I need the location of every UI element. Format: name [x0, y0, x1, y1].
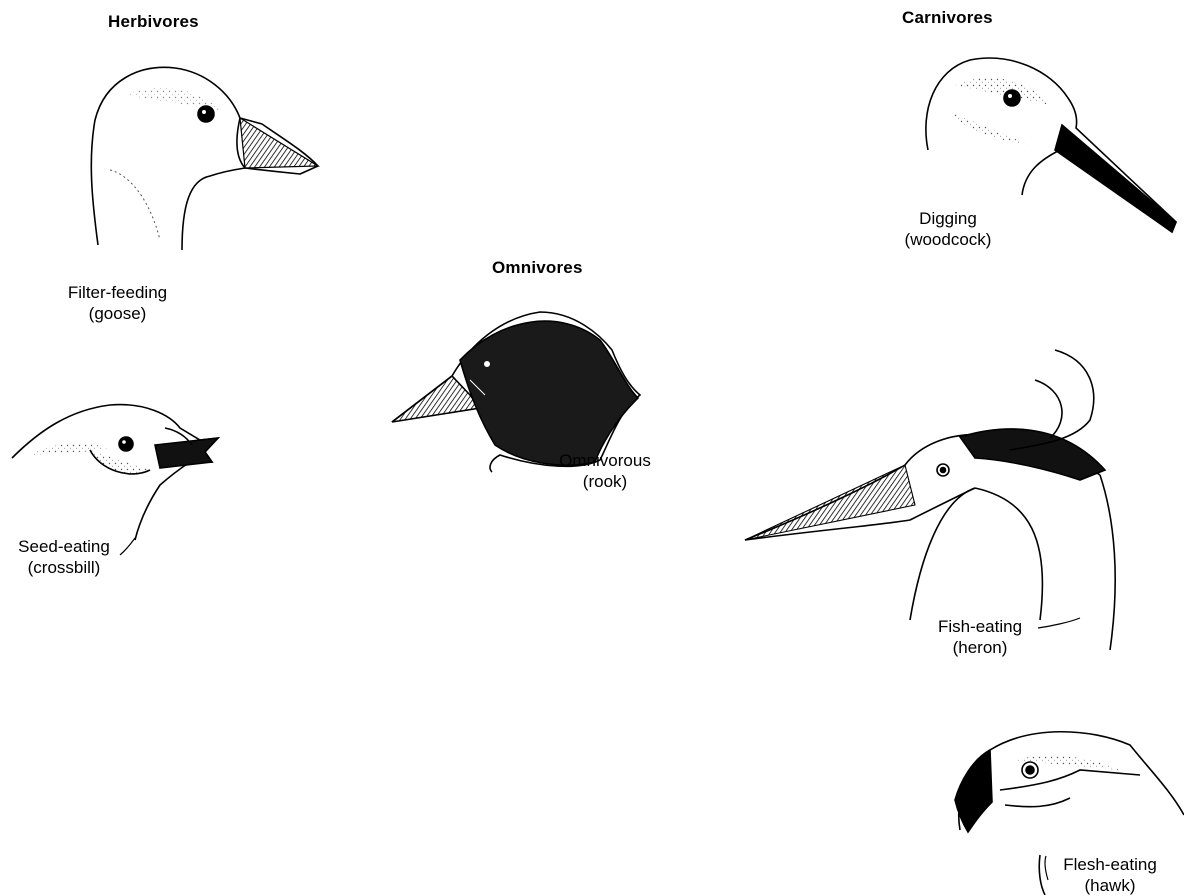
caption-woodcock-type: Digging — [888, 208, 1008, 229]
caption-hawk: Flesh-eating (hawk) — [1046, 854, 1174, 896]
caption-rook-name: (rook) — [545, 471, 665, 492]
caption-heron: Fish-eating (heron) — [920, 616, 1040, 658]
caption-woodcock-name: (woodcock) — [888, 229, 1008, 250]
heron-leader — [1038, 618, 1080, 628]
caption-crossbill: Seed-eating (crossbill) — [4, 536, 124, 578]
heading-herbivores: Herbivores — [108, 12, 199, 32]
leader-lines — [120, 538, 1080, 880]
caption-goose: Filter-feeding (goose) — [55, 282, 180, 324]
crossbill-illustration — [12, 405, 218, 540]
caption-woodcock: Digging (woodcock) — [888, 208, 1008, 250]
caption-hawk-name: (hawk) — [1046, 875, 1174, 896]
woodcock-illustration — [926, 58, 1176, 232]
rook-illustration — [392, 312, 640, 472]
caption-heron-name: (heron) — [920, 637, 1040, 658]
caption-goose-name: (goose) — [55, 303, 180, 324]
caption-rook: Omnivorous (rook) — [545, 450, 665, 492]
goose-illustration — [91, 67, 318, 250]
caption-goose-type: Filter-feeding — [55, 282, 180, 303]
heading-omnivores: Omnivores — [492, 258, 583, 278]
heading-carnivores: Carnivores — [902, 8, 993, 28]
heron-illustration — [745, 350, 1115, 650]
caption-heron-type: Fish-eating — [920, 616, 1040, 637]
caption-hawk-type: Flesh-eating — [1046, 854, 1174, 875]
caption-crossbill-name: (crossbill) — [4, 557, 124, 578]
caption-rook-type: Omnivorous — [545, 450, 665, 471]
caption-crossbill-type: Seed-eating — [4, 536, 124, 557]
